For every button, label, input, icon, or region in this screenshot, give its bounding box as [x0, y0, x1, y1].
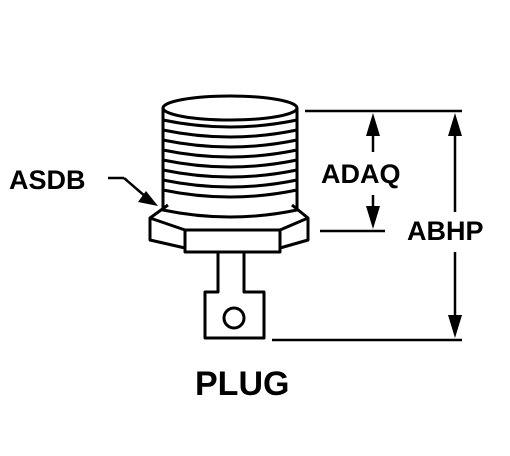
abhp-arrow-up: [448, 113, 462, 136]
threaded-body: [161, 94, 299, 219]
dimension-lines: [108, 109, 462, 342]
adaq-arrow-up: [366, 113, 380, 136]
asdb-leader-arrow: [138, 191, 158, 206]
diagram-title: PLUG: [195, 365, 289, 403]
adaq-arrow-down: [366, 206, 380, 229]
abhp-arrow-down: [448, 315, 462, 338]
asdb-label: ASDB: [9, 165, 86, 195]
hex-flange: [148, 203, 310, 254]
abhp-label: ABHP: [407, 216, 484, 246]
tab-lanyard: [203, 252, 266, 340]
adaq-label: ADAQ: [321, 159, 401, 189]
asdb-leader-diagonal: [123, 177, 147, 198]
